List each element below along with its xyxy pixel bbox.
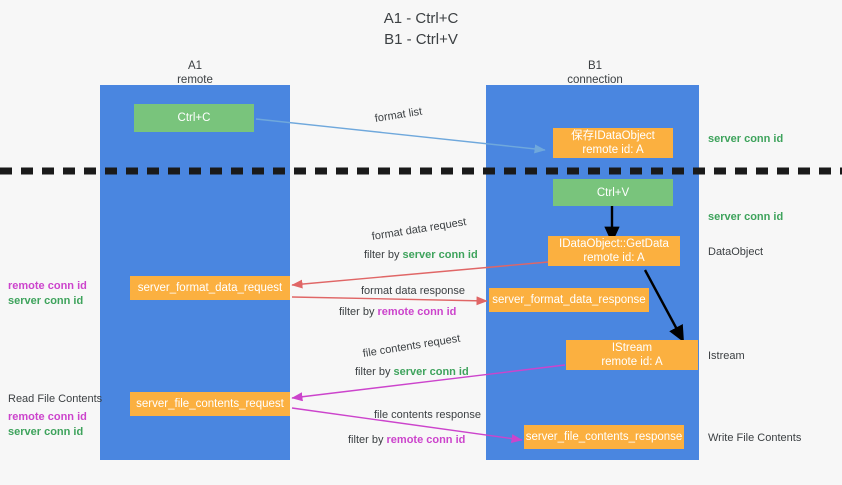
node-server-format-data-request-label: server_format_data_request [137,282,283,294]
node-getdata-line1: IDataObject::GetData [559,238,669,250]
node-save-idataobject-line2: remote id: A [582,144,644,156]
node-server-format-data-response-label: server_format_data_response [492,294,646,306]
edge-label-format-data-response-filter: filter by remote conn id [339,305,456,320]
left-annotation-conn-ids-1: remote conn id server conn id [8,279,87,309]
left-label-remote-conn-id-2: remote conn id [8,411,87,423]
node-ctrl-v-label: Ctrl+V [596,186,630,199]
node-ctrl-c[interactable]: Ctrl+C [134,104,254,132]
arrow-getdata-to-istream [643,269,684,343]
node-istream[interactable]: IStream remote id: A [566,340,698,370]
edge-label-file-contents-request-filter: filter by server conn id [355,365,469,380]
node-save-idataobject[interactable]: 保存IDataObject remote id: A [553,128,673,158]
filter-value-server-conn-id-1: server conn id [402,249,478,261]
right-label-istream: Istream [708,350,745,362]
column-header-a1: A1 remote [130,59,260,87]
node-getdata-line2: remote id: A [583,252,645,264]
column-header-b1: B1 connection [530,59,660,87]
node-server-format-data-response[interactable]: server_format_data_response [489,288,649,312]
filter-prefix-3: filter by [355,366,394,378]
title-line-1: A1 - Ctrl+C [383,10,459,27]
arrow-format-data-response [291,296,488,306]
left-annotation-conn-ids-2: remote conn id server conn id [8,410,87,440]
node-ctrl-c-label: Ctrl+C [177,112,211,124]
edge-label-format-data-response: format data response [361,285,465,297]
left-label-read-file-contents: Read File Contents [8,393,103,405]
left-label-server-conn-id-2: server conn id [8,426,84,438]
right-label-write-file-contents: Write File Contents [708,432,802,444]
node-istream-line1: IStream [611,342,653,354]
arrow-file-contents-response [291,407,523,443]
node-istream-line2: remote id: A [601,356,663,368]
arrow-format-list [255,118,546,154]
column-a1-name: A1 [187,60,203,72]
edge-label-file-contents-response: file contents response [374,409,482,421]
arrow-file-contents-request [291,364,566,402]
diagram-title: A1 - Ctrl+C B1 - Ctrl+V [0,8,842,50]
node-idataobject-getdata[interactable]: IDataObject::GetData remote id: A [548,236,680,266]
arrow-format-data-request [291,261,549,289]
right-label-server-conn-id-top: server conn id [708,133,784,145]
filter-prefix-4: filter by [348,434,387,446]
edge-label-format-data-request-filter: filter by server conn id [364,248,478,263]
node-save-idataobject-line1: 保存IDataObject [571,130,655,142]
left-label-remote-conn-id-1: remote conn id [8,280,87,292]
filter-prefix-2: filter by [339,306,378,318]
edge-label-file-contents-response-filter: filter by remote conn id [348,433,465,448]
title-line-2: B1 - Ctrl+V [384,31,458,48]
node-server-file-contents-request[interactable]: server_file_contents_request [130,392,290,416]
node-server-file-contents-response-label: server_file_contents_response [525,431,683,443]
right-label-server-conn-id-mid: server conn id [708,211,784,223]
column-b1-name: B1 [587,60,603,72]
left-label-server-conn-id-1: server conn id [8,295,84,307]
node-ctrl-v[interactable]: Ctrl+V [553,179,673,206]
filter-value-remote-conn-id-2: remote conn id [386,434,466,446]
filter-value-server-conn-id-2: server conn id [393,366,469,378]
column-a1-sub: remote [177,74,213,86]
filter-value-remote-conn-id-1: remote conn id [377,306,457,318]
node-server-file-contents-response[interactable]: server_file_contents_response [524,425,684,449]
column-b1-sub: connection [567,74,623,86]
node-server-file-contents-request-label: server_file_contents_request [136,398,284,410]
filter-prefix-1: filter by [364,249,403,261]
right-label-data-object: DataObject [708,246,764,258]
node-server-format-data-request[interactable]: server_format_data_request [130,276,290,300]
